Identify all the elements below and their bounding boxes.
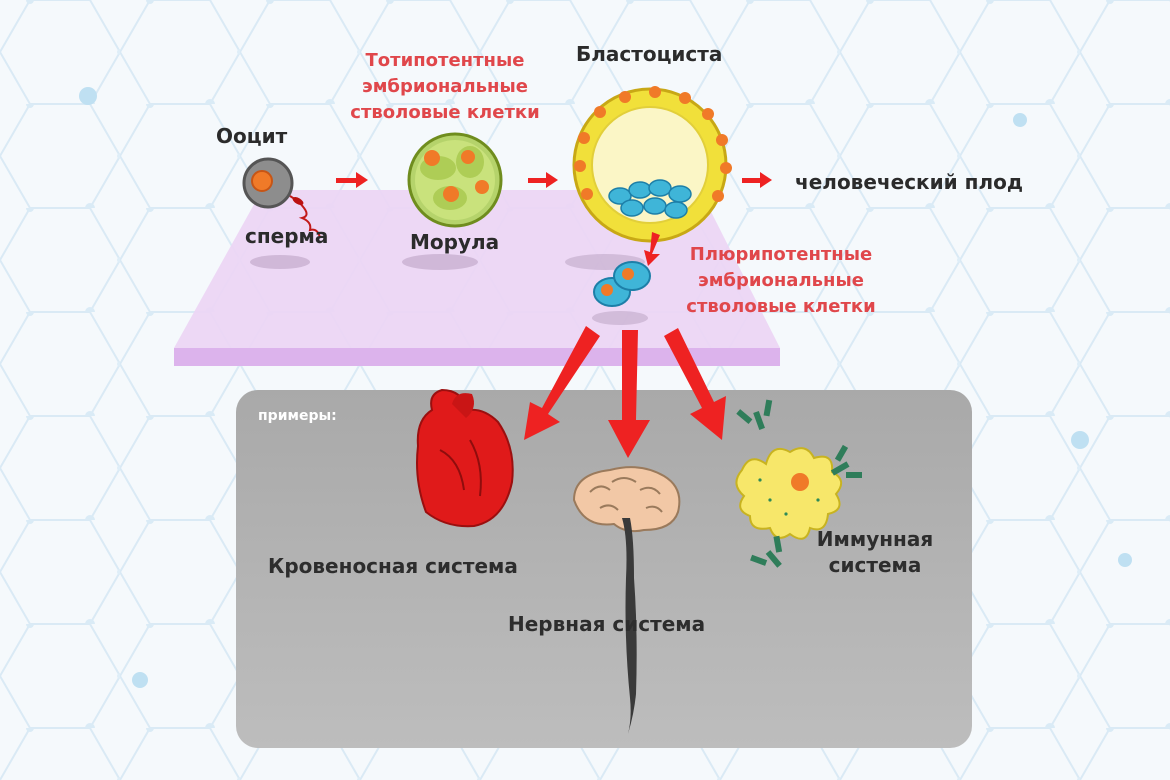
circulatory-system-label: Кровеносная система	[268, 554, 518, 578]
brain-icon	[572, 466, 681, 734]
immune-system-label: Иммунная система	[816, 527, 934, 577]
arrow-to-immune	[664, 328, 726, 440]
heart-icon	[416, 388, 514, 528]
oocyte-icon	[242, 157, 321, 239]
arrow-blastocyst-to-fetus	[742, 172, 772, 188]
arrow-oocyte-to-morula	[336, 172, 368, 188]
arrow-morula-to-blastocyst	[528, 172, 558, 188]
immune-cell-icon	[735, 447, 843, 540]
oocyte-label: Ооцит	[216, 124, 288, 148]
examples-label: примеры:	[258, 408, 337, 424]
arrow-to-heart	[524, 326, 600, 440]
differentiation-arrows	[524, 326, 726, 458]
arrow-blastocyst-to-stem	[644, 232, 660, 266]
sperm-label: сперма	[245, 224, 329, 248]
flow-arrows	[336, 172, 772, 266]
stem-cells-icon	[593, 261, 651, 307]
blastocyst-icon	[572, 86, 732, 243]
arrow-to-brain	[608, 330, 650, 458]
morula-label: Морула	[410, 230, 500, 254]
morula-icon	[407, 132, 503, 228]
totipotent-label: Тотипотентные эмбриональные стволовые кл…	[350, 50, 540, 123]
antibody-icon	[750, 535, 783, 568]
blastocyst-label: Бластоциста	[576, 42, 723, 66]
examples-panel	[236, 390, 972, 748]
pluripotent-label: Плюрипотентные эмбриональные стволовые к…	[686, 244, 876, 317]
antibody-icon	[736, 399, 773, 430]
human-fetus-label: человеческий плод	[795, 170, 1023, 194]
antibody-icon	[830, 444, 862, 478]
nervous-system-label: Нервная система	[508, 612, 706, 636]
